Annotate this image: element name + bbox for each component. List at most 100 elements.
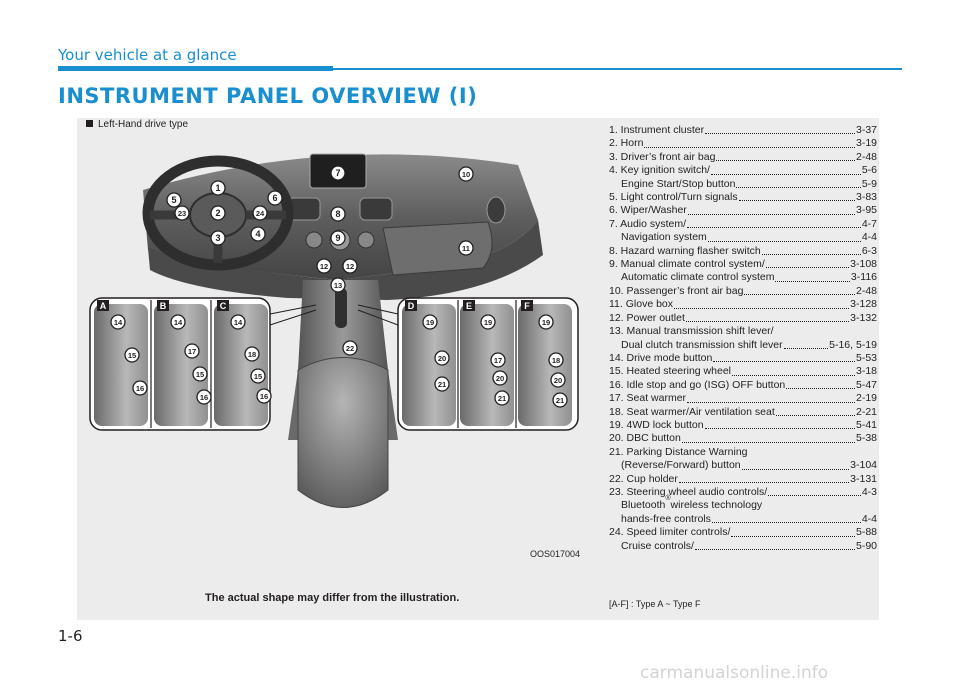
pointer-line-right bbox=[357, 304, 399, 326]
callout-circle bbox=[250, 226, 266, 242]
callout-number: 24 bbox=[256, 209, 265, 218]
legend-item-page: 3-37 bbox=[855, 124, 877, 136]
legend-item-text: 5. Light control/Turn signals bbox=[609, 191, 738, 204]
callout-circle bbox=[330, 206, 346, 222]
callout-circle bbox=[480, 314, 496, 330]
inset-letter: B bbox=[160, 301, 167, 311]
callout-circle bbox=[210, 230, 226, 246]
legend-item: 13. Manual transmission shift lever/ bbox=[609, 325, 877, 338]
legend-item-text: 9. Manual climate control system/ bbox=[609, 258, 765, 271]
leader-dots bbox=[731, 526, 855, 537]
legend-item-page: 2-19 bbox=[855, 392, 877, 405]
legend-item-page: 3-128 bbox=[850, 298, 877, 311]
callout-number: 19 bbox=[484, 318, 492, 327]
callout-circle bbox=[252, 205, 268, 221]
leader-dots bbox=[732, 365, 855, 376]
legend-item-page: 2-21 bbox=[855, 405, 877, 418]
callout-number: 21 bbox=[498, 394, 506, 403]
legend-item-text: Automatic climate control system bbox=[621, 271, 775, 284]
callout-circle bbox=[490, 352, 506, 368]
callout-number: 17 bbox=[494, 356, 502, 365]
callout-circle bbox=[170, 314, 186, 330]
leader-dots bbox=[761, 245, 861, 256]
legend-item-page: 3-132 bbox=[850, 311, 877, 324]
callout-number: 12 bbox=[320, 262, 328, 271]
legend-item-page: 3-95 bbox=[855, 204, 877, 217]
legend-item-text: 23. Steering wheel audio controls/ bbox=[609, 485, 768, 498]
legend-item-page: 4-4 bbox=[861, 512, 877, 525]
callout-number: 5 bbox=[171, 195, 176, 205]
registered-mark: ® bbox=[665, 495, 671, 503]
leader-dots bbox=[685, 312, 850, 323]
callout-number: 20 bbox=[438, 354, 446, 363]
leader-dots bbox=[694, 540, 855, 550]
callout-number: 19 bbox=[426, 318, 434, 327]
callout-circle bbox=[267, 190, 283, 206]
callout-circle bbox=[316, 258, 332, 274]
callout-number: 3 bbox=[215, 233, 220, 243]
callout-number: 15 bbox=[128, 351, 136, 360]
inset-d-panel bbox=[402, 304, 456, 426]
callout-circle bbox=[458, 166, 474, 182]
callout-circle bbox=[342, 258, 358, 274]
legend-item-text: Bluetooth bbox=[621, 499, 666, 512]
legend-item-page: 5-47 bbox=[855, 378, 877, 391]
legend-item-text: 7. Audio system/ bbox=[609, 217, 687, 230]
legend-item-text: 21. Parking Distance Warning bbox=[609, 445, 748, 458]
legend-item-page: 5-38 bbox=[855, 432, 877, 445]
image-code: OOS017004 bbox=[530, 549, 581, 559]
legend-item: 24. Speed limiter controls/5-88 bbox=[609, 526, 877, 539]
leader-dots bbox=[687, 392, 855, 403]
leader-dots bbox=[687, 204, 855, 215]
inset-letter: F bbox=[524, 301, 530, 311]
callout-number: 14 bbox=[234, 318, 243, 327]
callout-circle bbox=[210, 205, 226, 221]
inset-letter: C bbox=[220, 301, 227, 311]
callout-number: 6 bbox=[272, 193, 277, 203]
callout-number: 22 bbox=[346, 344, 354, 353]
legend-item-text: 11. Glove box bbox=[609, 298, 674, 311]
legend-item-page: 5-88 bbox=[855, 526, 877, 539]
callout-number: 17 bbox=[188, 347, 196, 356]
bullet-square-icon bbox=[86, 120, 93, 127]
legend-item-text: Engine Start/Stop button bbox=[621, 177, 736, 190]
glove-box-shape bbox=[382, 221, 493, 276]
header-rule-thin bbox=[333, 68, 902, 70]
legend-item-page: 3-83 bbox=[855, 191, 877, 204]
legend-item-text: 13. Manual transmission shift lever/ bbox=[609, 325, 774, 338]
callout-circle bbox=[458, 240, 474, 256]
callout-number: 23 bbox=[178, 209, 186, 218]
callout-circle bbox=[196, 389, 212, 405]
pointer-line-left bbox=[269, 304, 317, 326]
inset-letter: A bbox=[100, 301, 107, 311]
callout-number: 4 bbox=[255, 229, 260, 239]
legend-item: 4. Key ignition switch/5-6 bbox=[609, 164, 877, 177]
leader-dots bbox=[765, 258, 850, 269]
leader-dots bbox=[644, 137, 855, 148]
figure-caption: The actual shape may differ from the ill… bbox=[205, 592, 460, 604]
armrest-shape bbox=[297, 357, 389, 508]
legend-item-page: 5-90 bbox=[855, 539, 877, 552]
legend-item-page: 5-16, 5-19 bbox=[829, 338, 877, 351]
legend-item-page: 5-6 bbox=[861, 164, 877, 177]
callout-number: 9 bbox=[335, 233, 340, 243]
legend-item-text: 15. Heated steering wheel bbox=[609, 365, 731, 378]
callout-circle bbox=[434, 376, 450, 392]
callout-number: 20 bbox=[496, 374, 504, 383]
leader-dots bbox=[704, 419, 855, 430]
lower-dash-shape bbox=[148, 220, 543, 300]
callout-number: 16 bbox=[200, 393, 208, 402]
drive-type-text: Left-Hand drive type bbox=[98, 119, 189, 130]
callout-circle bbox=[330, 165, 346, 181]
legend-item-text: 4. Key ignition switch/ bbox=[609, 164, 710, 177]
